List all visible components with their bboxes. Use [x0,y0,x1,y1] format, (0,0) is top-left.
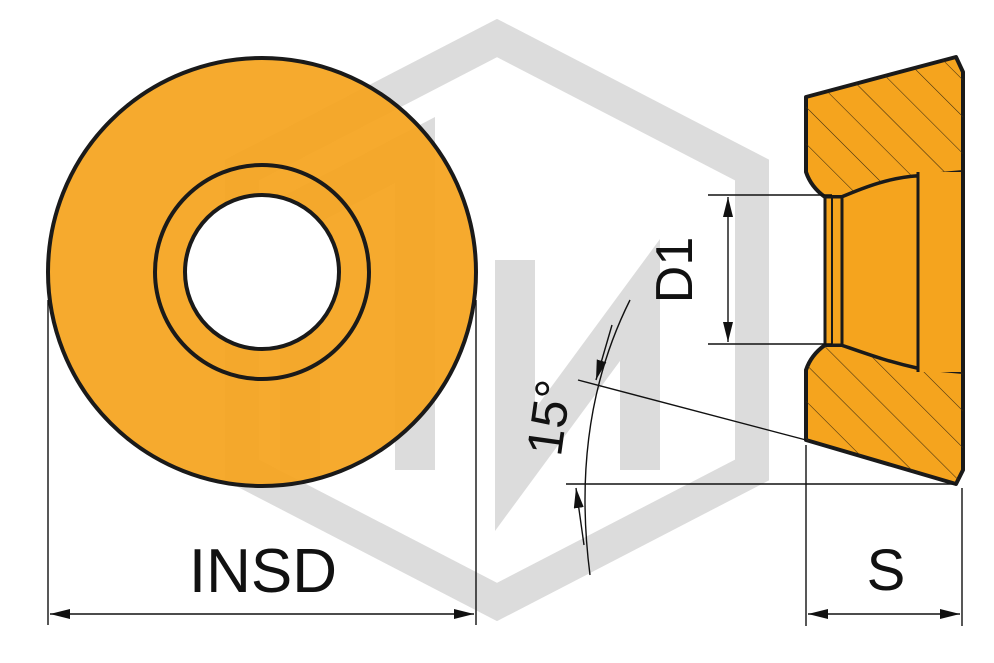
angle-reference-line-sloped [577,379,807,441]
angle-arc [584,299,631,576]
section-bore-body [918,172,963,372]
insd-dimension: INSD [47,300,477,625]
d1-label: D1 [646,237,704,303]
insert-side-section-view [804,55,965,486]
insd-label: INSD [189,537,337,606]
insert-center-hole [183,193,341,351]
s-dimension: S [805,445,963,626]
angle-label: 15° [516,376,582,459]
insert-front-view [46,56,478,488]
angle-dimension: 15° [516,299,956,576]
insert-chamfer-circle [153,163,371,381]
d1-dimension: D1 [646,194,832,345]
s-label: S [867,538,906,603]
